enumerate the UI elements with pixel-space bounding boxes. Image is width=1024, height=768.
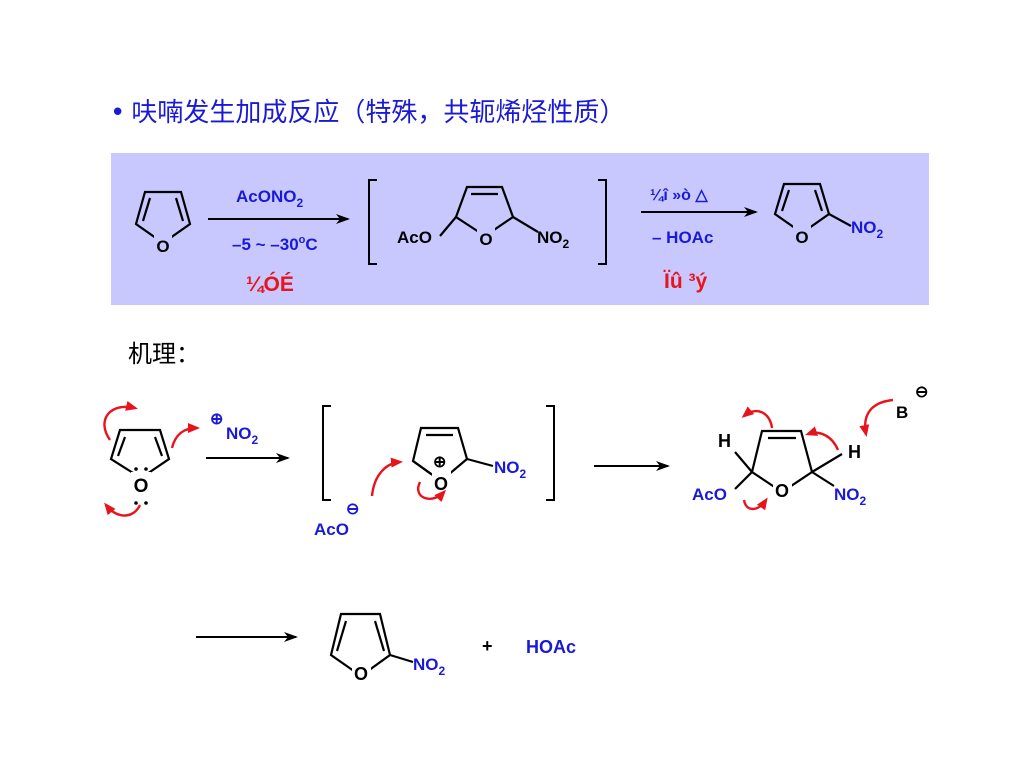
adduct-aco: AcO <box>692 485 727 504</box>
lone-pair-dots <box>134 467 148 505</box>
cation-arrows <box>370 457 447 503</box>
adduct-h-right: H <box>848 442 861 462</box>
cation-structure <box>411 426 494 483</box>
intermediate-aco: AcO <box>397 228 432 247</box>
adduct-h-left: H <box>718 431 731 451</box>
mechanism-label: 机理： <box>128 340 200 368</box>
base: B <box>896 403 908 422</box>
mech-furan-arrows <box>103 401 200 517</box>
bracket-left <box>368 179 377 265</box>
product-structure <box>773 182 852 235</box>
furan-o-bg <box>154 234 172 254</box>
final-oxygen: O <box>354 664 368 684</box>
reagent-top: AcONO2 <box>236 187 303 210</box>
adduct-arrows <box>741 398 894 511</box>
cation-plus: ⊕ <box>433 454 446 471</box>
product-oxygen: O <box>795 228 808 247</box>
cation-o-bg <box>432 471 451 493</box>
acetate: AcO <box>314 520 349 539</box>
adduct-o-bg <box>773 479 792 501</box>
mech-furan-structure <box>109 428 171 480</box>
garbled-label-left: ¼ÓÉ <box>246 272 294 296</box>
intermediate-o-bg <box>477 227 495 247</box>
final-o-bg <box>352 662 371 684</box>
furan-oxygen: O <box>156 237 169 256</box>
plus-sign: + <box>482 636 493 656</box>
nitronium-plus: ⊕ <box>210 411 223 428</box>
final-no2: NO2 <box>413 655 446 678</box>
intermediate-no2: NO2 <box>537 228 570 251</box>
mech-furan-oxygen: O <box>134 476 149 497</box>
mech-bracket-right <box>546 405 555 501</box>
step2-top: ¼î »ò △ <box>650 187 708 204</box>
product-o-bg <box>793 225 811 245</box>
intermediate-oxygen: O <box>479 230 492 249</box>
conditions-bottom: –5 ~ –30oC <box>232 234 318 254</box>
adduct-oxygen: O <box>775 481 789 501</box>
reaction-panel <box>111 153 929 305</box>
product-no2: NO2 <box>851 218 884 241</box>
mech-furan-o-bg <box>131 472 151 494</box>
intermediate-structure <box>439 185 539 238</box>
mech-bracket-left <box>322 405 331 501</box>
furan-structure <box>134 190 192 245</box>
acetate-minus: ⊖ <box>346 501 359 518</box>
hoac: HOAc <box>526 637 576 657</box>
heading: •呋喃发生加成反应（特殊，共轭烯烃性质） <box>110 92 625 129</box>
bracket-right <box>598 179 607 265</box>
heading-bullet: • <box>110 98 126 128</box>
base-minus: ⊖ <box>915 384 928 401</box>
garbled-label-right: Ïû ³ý <box>663 270 707 293</box>
cation-oxygen: O <box>434 474 448 494</box>
cation-no2: NO2 <box>494 458 527 481</box>
nitronium: NO2 <box>226 424 259 447</box>
adduct-structure <box>734 429 843 494</box>
final-product-structure <box>329 612 414 678</box>
step2-bottom: – HOAc <box>652 228 713 247</box>
adduct-no2: NO2 <box>834 485 867 508</box>
heading-text: 呋喃发生加成反应（特殊，共轭烯烃性质） <box>131 98 626 128</box>
